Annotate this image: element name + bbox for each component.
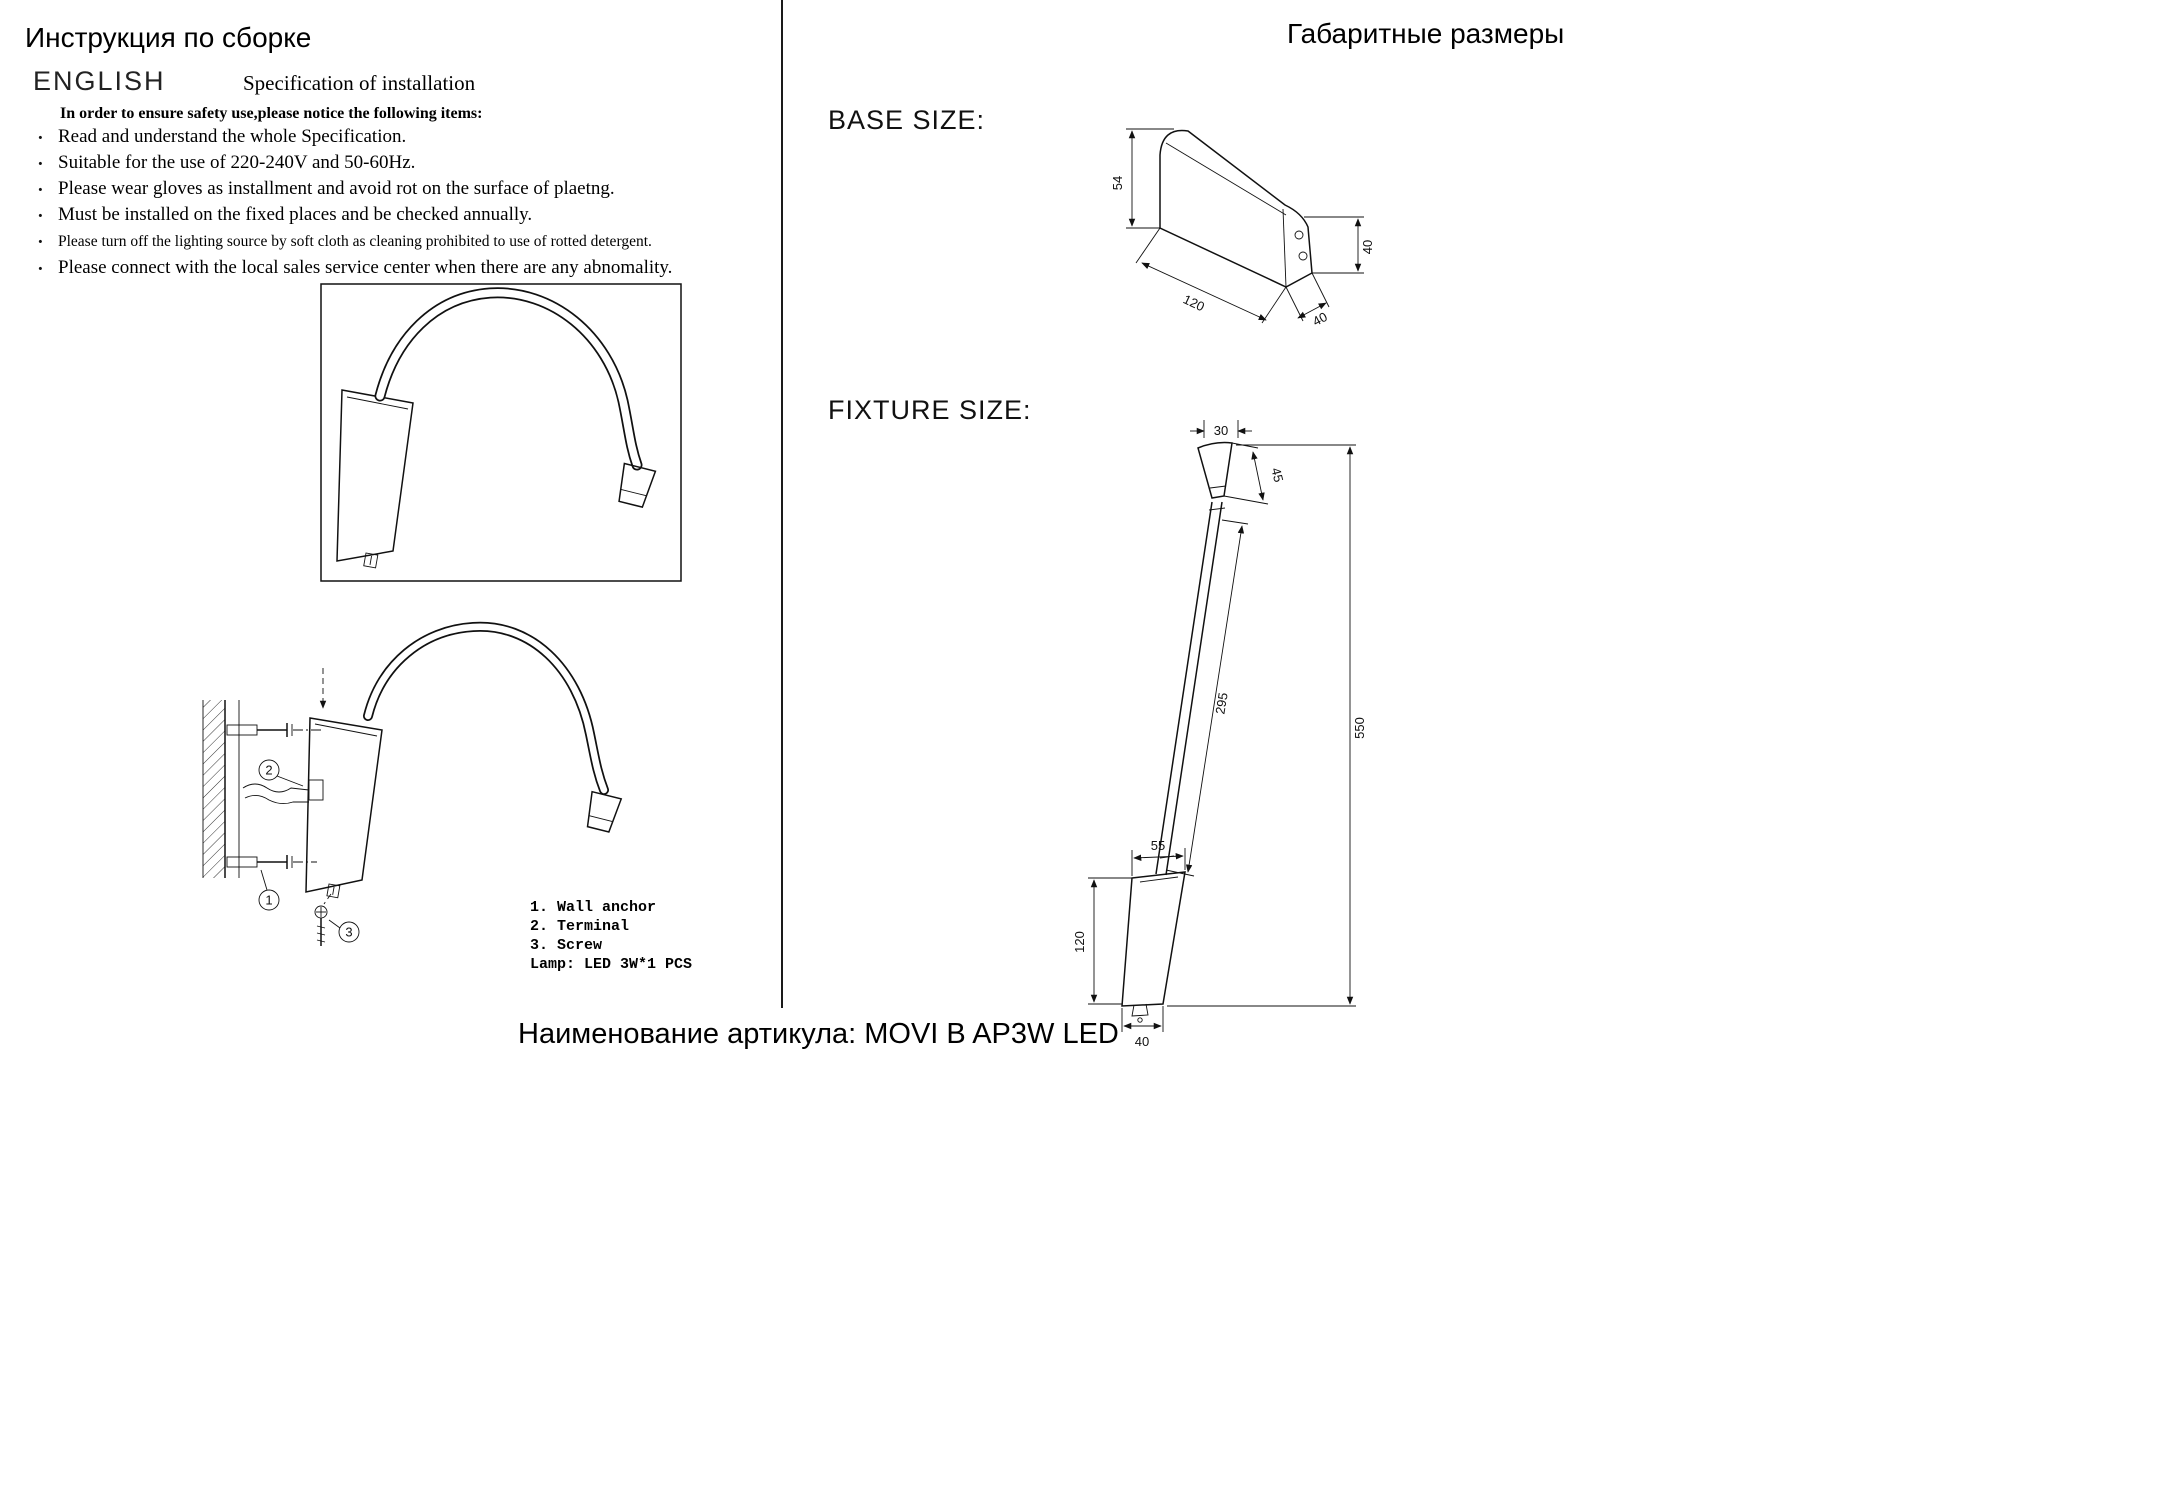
dim-label: 55 [1151, 838, 1165, 853]
callout-3-number: 3 [345, 925, 352, 940]
dim-base-bottom-width: 40 [1121, 1006, 1164, 1049]
parts-list: 1. Wall anchor 2. Terminal 3. Screw Lamp… [530, 898, 692, 974]
bullet-dot [38, 202, 58, 228]
fixture-base [1121, 871, 1186, 1023]
assembly-diagram: 2 1 3 [202, 621, 623, 946]
bullet-dot [38, 124, 58, 150]
dim-base-length: 120 [1135, 227, 1287, 324]
bullet-item: Read and understand the whole Specificat… [38, 124, 718, 150]
bullet-dot [38, 255, 58, 281]
bullet-dot [38, 176, 58, 202]
bullet-text: Please turn off the lighting source by s… [58, 233, 652, 250]
safety-bullet-list: Read and understand the whole Specificat… [38, 124, 718, 281]
dim-label: 295 [1212, 691, 1230, 715]
dim-label: 120 [1181, 292, 1207, 315]
fixture-head [1197, 441, 1233, 499]
dim-base-width: 40 [1285, 272, 1330, 329]
dim-base-top-width: 55 [1131, 838, 1186, 876]
wall-anchor-top [226, 723, 321, 737]
column-divider [781, 0, 783, 1008]
lamp-overview-drawing [320, 283, 682, 582]
base-body [1159, 129, 1313, 288]
safety-intro: In order to ensure safety use,please not… [60, 105, 483, 122]
gooseneck-arm [374, 287, 643, 471]
bullet-dot [38, 228, 58, 254]
bullet-dot [38, 150, 58, 176]
dim-label: 40 [1360, 240, 1375, 254]
dim-label: 40 [1310, 309, 1330, 329]
dim-label: 120 [1072, 931, 1087, 953]
dim-label: 45 [1268, 466, 1286, 484]
bullet-text: Please wear gloves as installment and av… [58, 178, 615, 199]
dim-total-height: 550 [1167, 444, 1367, 1007]
dimensions-title: Габаритные размеры [1287, 18, 1565, 49]
dim-label: 30 [1214, 423, 1228, 438]
dim-base-height: 54 [1110, 128, 1174, 229]
callout-2-number: 2 [265, 763, 272, 778]
language-heading: ENGLISH [33, 66, 166, 96]
dim-head-width: 30 [1190, 420, 1252, 438]
flex-tube [1155, 501, 1226, 876]
parts-list-item: Lamp: LED 3W*1 PCS [530, 956, 693, 973]
lamp-head [618, 462, 657, 509]
wall-hatch [202, 700, 240, 878]
dim-label: 54 [1110, 176, 1125, 190]
bullet-item: Please connect with the local sales serv… [38, 255, 718, 281]
bullet-text: Please connect with the local sales serv… [58, 257, 673, 278]
dim-tube-length: 295 [1165, 519, 1249, 877]
parts-list-item: 1. Wall anchor [530, 899, 657, 916]
dim-base-height: 120 [1072, 877, 1132, 1005]
bullet-text: Read and understand the whole Specificat… [58, 126, 407, 147]
spec-heading: Specification of installation [243, 71, 476, 95]
dim-label: 40 [1135, 1034, 1149, 1049]
bullet-item: Suitable for the use of 220-240V and 50-… [38, 150, 718, 176]
assembly-instructions-title: Инструкция по сборке [25, 22, 312, 53]
gooseneck-arm [363, 621, 609, 795]
wall-plate [336, 389, 414, 569]
base-size-label: BASE SIZE: [828, 105, 986, 135]
bullet-item: Please wear gloves as installment and av… [38, 176, 718, 202]
mounting-screw [314, 893, 332, 946]
base-size-drawing: 54 40 120 40 [1110, 128, 1375, 329]
bullet-text: Suitable for the use of 220-240V and 50-… [58, 152, 416, 173]
fixture-size-label: FIXTURE SIZE: [828, 395, 1032, 425]
callout-1-number: 1 [265, 893, 272, 908]
callout-3: 3 [328, 919, 360, 943]
bracket [305, 668, 383, 899]
dim-label: 550 [1352, 717, 1367, 739]
wall-anchor-bottom [226, 855, 317, 869]
callout-1: 1 [258, 869, 280, 911]
article-name: Наименование артикула: MOVI B AP3W LED [518, 1018, 1119, 1050]
fixture-size-drawing: 30 45 295 550 [1072, 420, 1367, 1049]
bullet-item: Must be installed on the fixed places an… [38, 202, 718, 228]
bullet-text: Must be installed on the fixed places an… [58, 204, 533, 225]
lamp-head [586, 790, 623, 833]
callout-2: 2 [258, 759, 304, 787]
parts-list-item: 3. Screw [530, 937, 603, 954]
terminal-wires [242, 779, 324, 805]
bullet-item: Please turn off the lighting source by s… [38, 228, 718, 255]
dim-head-length: 45 [1223, 442, 1286, 505]
parts-list-item: 2. Terminal [530, 918, 630, 935]
dim-base-end-height: 40 [1304, 216, 1375, 274]
